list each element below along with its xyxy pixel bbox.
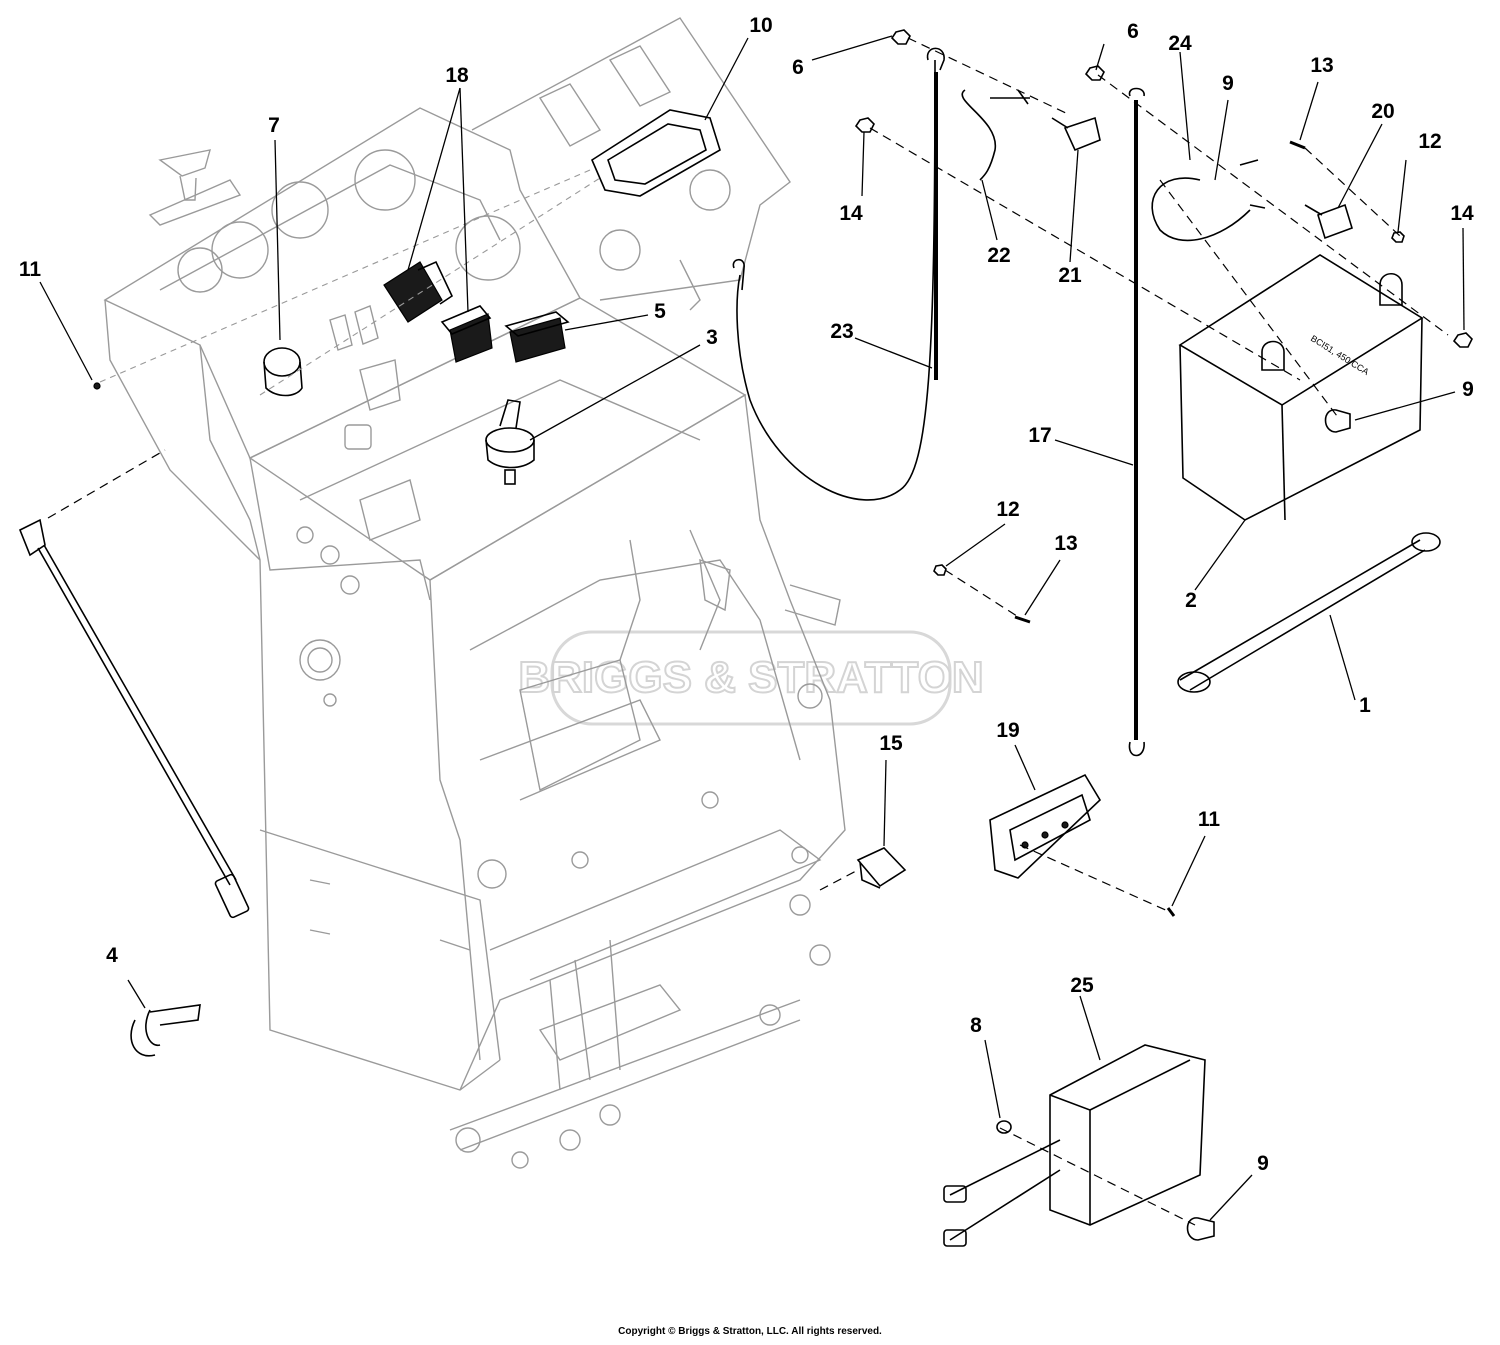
- fuse-block: [989, 773, 1102, 879]
- cable-22: [961, 89, 1030, 181]
- callout-9b: 9: [1462, 378, 1474, 401]
- callout-5: 5: [654, 300, 666, 323]
- callout-20: 20: [1371, 100, 1394, 123]
- cable-23-top-terminal: [926, 47, 945, 71]
- callout-14a: 14: [839, 202, 863, 225]
- terminal-post-21: [1051, 116, 1101, 152]
- control-tower-frame: [103, 17, 846, 1169]
- callout-10: 10: [749, 14, 772, 37]
- callout-23: 23: [830, 320, 853, 343]
- callout-15: 15: [879, 732, 903, 755]
- callout-labels: 1 2 3 4 5 6 6 7 8 9 9 9 10 11 11 12 12 1…: [19, 14, 1474, 1175]
- callout-12a: 12: [1418, 130, 1441, 153]
- callout-25: 25: [1070, 974, 1094, 997]
- dash-plug: [263, 347, 303, 397]
- callout-13b: 13: [1054, 532, 1077, 555]
- callout-7: 7: [268, 114, 280, 137]
- battery: BCI51, 450 CCA: [1178, 254, 1424, 521]
- controller-module: [943, 1044, 1206, 1247]
- left-harness: [18, 518, 237, 886]
- copyright-notice: Copyright © Briggs & Stratton, LLC. All …: [618, 1326, 882, 1337]
- callout-9a: 9: [1222, 72, 1234, 95]
- terminal-post-20: [1304, 203, 1353, 240]
- callout-11a: 11: [19, 258, 42, 281]
- callout-24: 24: [1168, 32, 1192, 55]
- relay: [856, 847, 907, 889]
- watermark-text: BRIGGS & STRATTON: [518, 653, 983, 702]
- callout-21: 21: [1058, 264, 1082, 287]
- callout-8: 8: [970, 1014, 982, 1037]
- callout-9c: 9: [1257, 1152, 1269, 1175]
- callout-6b: 6: [1127, 20, 1139, 43]
- rocker-switches: [383, 260, 493, 363]
- callout-22: 22: [987, 244, 1010, 267]
- callout-19: 19: [996, 719, 1019, 742]
- callout-2: 2: [1185, 589, 1197, 612]
- cable-tie: [130, 1004, 201, 1057]
- indicator-module: [504, 311, 570, 363]
- cable-24: [1151, 159, 1266, 242]
- callout-6a: 6: [792, 56, 804, 79]
- hour-meter-display: [590, 109, 721, 197]
- cable-23: [736, 59, 936, 501]
- hold-down-strap: [1179, 539, 1426, 691]
- ignition-switch: [485, 399, 535, 485]
- callout-12b: 12: [996, 498, 1019, 521]
- cable-23-terminal: [732, 258, 745, 291]
- callout-14b: 14: [1450, 202, 1474, 225]
- callout-3: 3: [706, 326, 718, 349]
- leader-lines: [39, 35, 1465, 1221]
- callout-1: 1: [1359, 694, 1371, 717]
- assembly-lines: [47, 37, 1449, 1226]
- callout-13a: 13: [1310, 54, 1333, 77]
- watermark: BRIGGS & STRATTON: [517, 630, 985, 726]
- callout-17: 17: [1028, 424, 1051, 447]
- callout-18: 18: [445, 64, 469, 87]
- callout-4: 4: [106, 944, 118, 967]
- callout-11b: 11: [1198, 808, 1221, 831]
